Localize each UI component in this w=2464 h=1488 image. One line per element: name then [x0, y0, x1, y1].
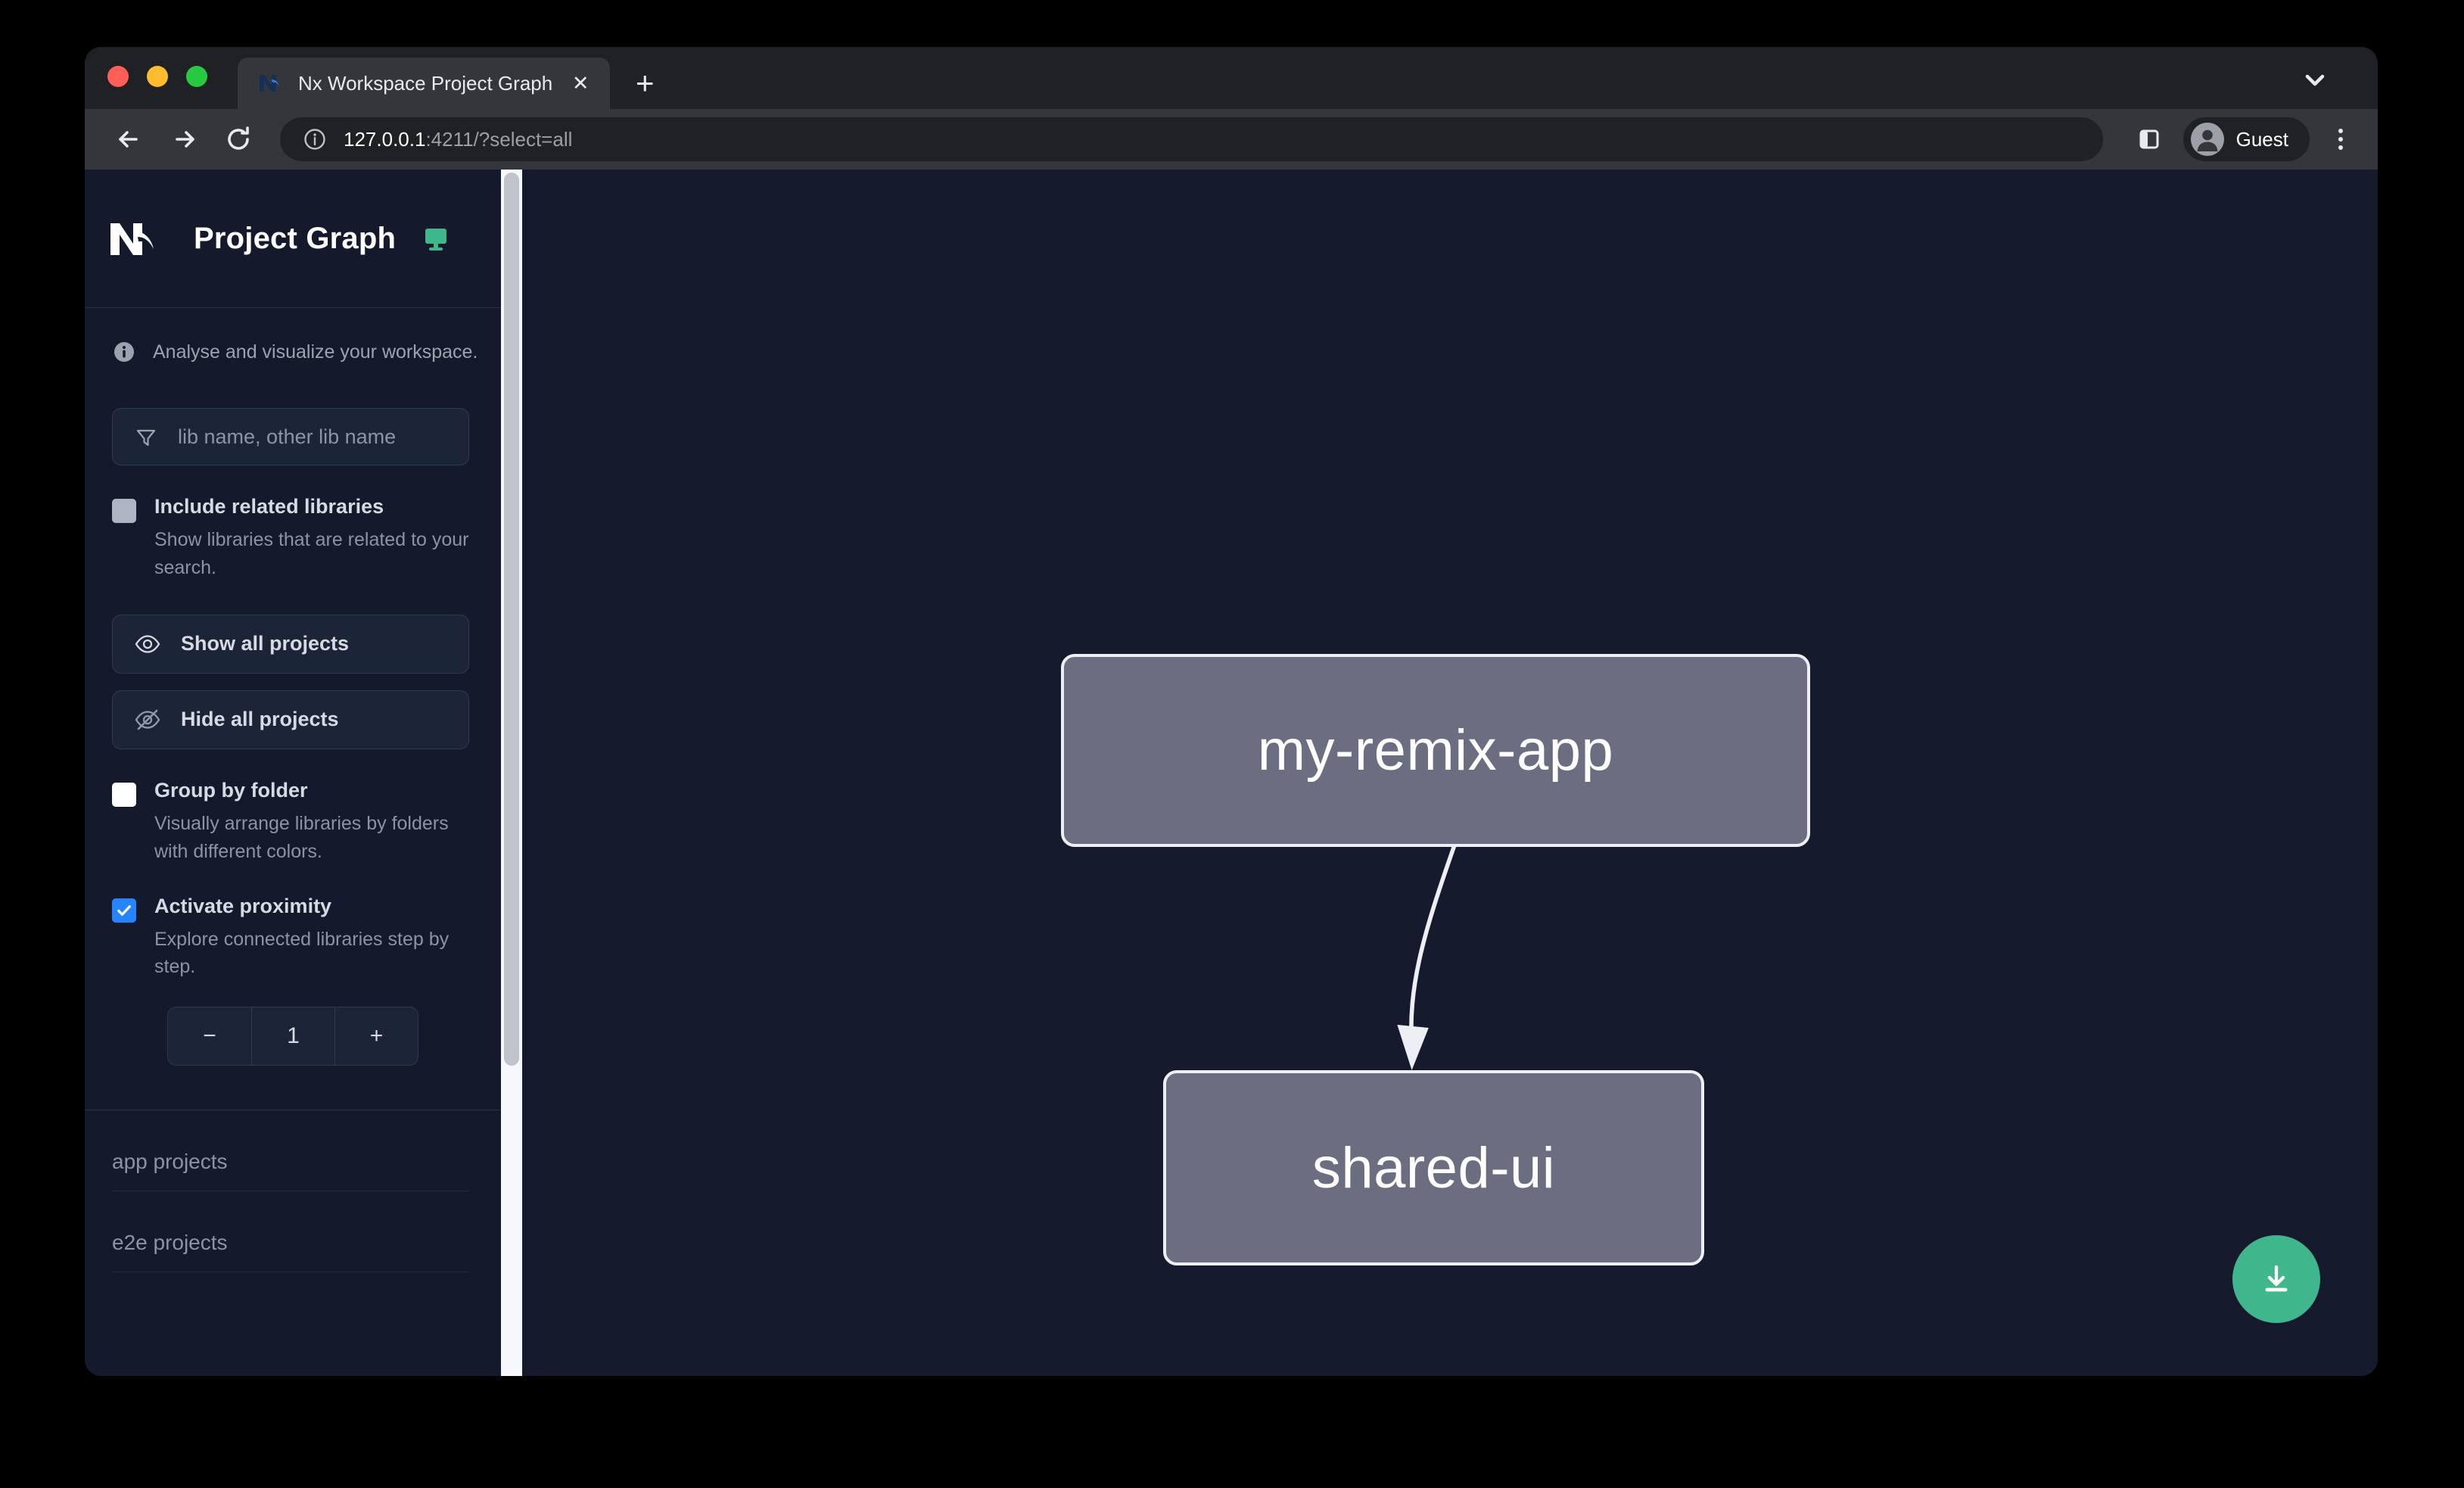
- info-circle-icon[interactable]: [303, 127, 327, 151]
- graph-node-shared-ui[interactable]: shared-ui: [1163, 1070, 1704, 1265]
- sidebar: Project Graph: [85, 170, 501, 1376]
- tab-title: Nx Workspace Project Graph: [298, 71, 553, 95]
- url-host: 127.0.0.1: [344, 127, 426, 151]
- stepper-row: − 1 +: [85, 981, 501, 1066]
- checkbox-group-by-folder[interactable]: [112, 782, 136, 807]
- menu-dot: [2338, 137, 2343, 142]
- divider: [85, 307, 501, 308]
- option-label: Group by folder: [154, 778, 308, 802]
- browser-window: Nx Workspace Project Graph ✕ +: [85, 47, 2378, 1376]
- search-input[interactable]: lib name, other lib name: [112, 408, 469, 465]
- stepper-decrement-button[interactable]: −: [203, 1023, 216, 1048]
- proximity-stepper: − 1 +: [167, 1006, 418, 1066]
- browser-toolbar: 127.0.0.1:4211/?select=all Guest: [85, 109, 2378, 170]
- page-title: Project Graph: [194, 221, 397, 255]
- browser-tab[interactable]: Nx Workspace Project Graph ✕: [238, 58, 611, 109]
- filter-icon: [134, 425, 158, 449]
- edge-arrowhead: [1397, 1025, 1429, 1070]
- tagline-row: Analyse and visualize your workspace.: [85, 308, 501, 364]
- arrow-right-icon[interactable]: [160, 116, 207, 163]
- button-label: Hide all projects: [181, 708, 339, 731]
- checkbox-activate-proximity[interactable]: [112, 898, 136, 923]
- close-window-button[interactable]: [107, 66, 129, 87]
- profile-name: Guest: [2235, 127, 2288, 151]
- option-include-related-libraries[interactable]: Include related libraries Show libraries…: [85, 465, 501, 581]
- url-path: :4211/?select=all: [425, 127, 573, 151]
- arrow-left-icon[interactable]: [106, 116, 153, 163]
- option-activate-proximity[interactable]: Activate proximity Explore connected lib…: [85, 865, 501, 981]
- sidebar-scrollbar-thumb[interactable]: [504, 173, 519, 1066]
- show-all-projects-button[interactable]: Show all projects: [112, 614, 469, 674]
- reload-icon[interactable]: [215, 116, 262, 163]
- minimize-window-button[interactable]: [147, 66, 168, 87]
- side-panel-icon[interactable]: [2133, 123, 2165, 155]
- account-circle-icon: [2190, 123, 2224, 156]
- eye-icon: [134, 630, 161, 658]
- stepper-increment-button[interactable]: +: [334, 1007, 418, 1065]
- option-description: Show libraries that are related to your …: [154, 529, 469, 578]
- action-buttons: Show all projects Hide all projects: [85, 581, 501, 749]
- download-button[interactable]: [2232, 1235, 2320, 1323]
- window-traffic-lights: [107, 47, 207, 109]
- three-dot-menu-icon[interactable]: [2323, 122, 2358, 157]
- close-icon[interactable]: ✕: [571, 71, 590, 95]
- option-group-by-folder[interactable]: Group by folder Visually arrange librari…: [85, 749, 501, 865]
- menu-dot: [2338, 129, 2343, 133]
- new-tab-button[interactable]: +: [635, 65, 655, 101]
- browser-tab-strip: Nx Workspace Project Graph ✕ +: [85, 47, 2378, 109]
- sidebar-scrollbar[interactable]: [501, 170, 522, 1376]
- sidebar-section-app-projects[interactable]: app projects: [112, 1110, 469, 1191]
- sidebar-header: Project Graph: [85, 170, 501, 307]
- menu-dot: [2338, 145, 2343, 150]
- profile-chip[interactable]: Guest: [2182, 117, 2310, 161]
- monitor-icon[interactable]: [422, 224, 450, 253]
- graph-node-my-remix-app[interactable]: my-remix-app: [1061, 654, 1810, 847]
- option-description: Visually arrange libraries by folders wi…: [154, 813, 449, 862]
- tagline-text: Analyse and visualize your workspace.: [153, 341, 478, 363]
- info-circle-icon: [112, 340, 136, 364]
- sidebar-section-e2e-projects[interactable]: e2e projects: [112, 1191, 469, 1272]
- address-bar[interactable]: 127.0.0.1:4211/?select=all: [280, 117, 2103, 161]
- search-row: lib name, other lib name: [85, 364, 501, 465]
- checkbox-include-related-libraries[interactable]: [112, 499, 136, 523]
- page-viewport: Project Graph: [85, 170, 2378, 1376]
- project-graph-canvas[interactable]: my-remix-app shared-ui: [501, 170, 2378, 1376]
- download-icon: [2265, 1265, 2288, 1292]
- stepper-value: 1: [251, 1007, 334, 1065]
- chevron-down-icon[interactable]: [2298, 62, 2332, 97]
- eye-off-icon: [134, 706, 161, 733]
- section-label: app projects: [112, 1149, 228, 1173]
- section-label: e2e projects: [112, 1230, 228, 1254]
- nx-logo-icon: [257, 70, 283, 96]
- edge-my-remix-app-to-shared-ui: [1409, 845, 1456, 1050]
- search-input-placeholder: lib name, other lib name: [178, 425, 397, 448]
- button-label: Show all projects: [181, 632, 350, 655]
- maximize-window-button[interactable]: [186, 66, 207, 87]
- address-bar-url: 127.0.0.1:4211/?select=all: [344, 128, 572, 151]
- option-description: Explore connected libraries step by step…: [154, 929, 450, 978]
- nx-logo-icon: [107, 219, 168, 258]
- option-label: Activate proximity: [154, 894, 332, 917]
- option-label: Include related libraries: [154, 495, 384, 518]
- hide-all-projects-button[interactable]: Hide all projects: [112, 690, 469, 749]
